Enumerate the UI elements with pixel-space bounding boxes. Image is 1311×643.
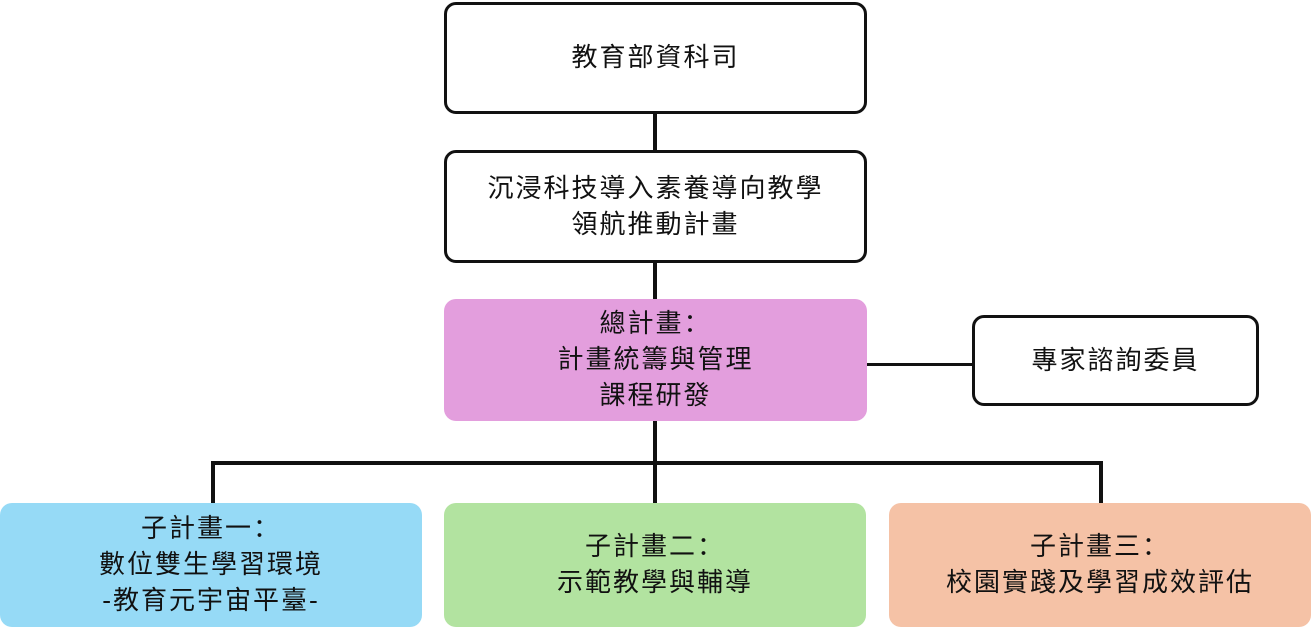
node-sub1-line-3: -教育元宇宙平臺- bbox=[102, 586, 320, 616]
node-sub1: 子計畫一： 數位雙生學習環境 -教育元宇宙平臺- bbox=[0, 503, 422, 627]
connector-program-main bbox=[653, 262, 657, 300]
node-advisory-line-1: 專家諮詢委員 bbox=[1031, 345, 1200, 376]
node-main-plan-line-2: 計畫統籌與管理 bbox=[557, 345, 754, 375]
node-program-line-2: 領航推動計畫 bbox=[571, 209, 740, 240]
node-program-text: 沉浸科技導入素養導向教學 領航推動計畫 bbox=[487, 171, 823, 243]
node-program-line-1: 沉浸科技導入素養導向教學 bbox=[487, 173, 824, 204]
connector-sub3-drop bbox=[1099, 461, 1103, 503]
node-advisory-text: 專家諮詢委員 bbox=[1031, 343, 1199, 379]
connector-horizontal-bar bbox=[211, 461, 1103, 465]
node-sub3-line-1: 子計畫三： bbox=[1029, 532, 1170, 562]
node-sub2-text: 子計畫二： 示範教學與輔導 bbox=[557, 529, 753, 601]
node-ministry: 教育部資科司 bbox=[444, 2, 867, 114]
node-program: 沉浸科技導入素養導向教學 領航推動計畫 bbox=[444, 150, 867, 263]
node-main-plan: 總計畫： 計畫統籌與管理 課程研發 bbox=[444, 299, 867, 421]
node-sub3-line-2: 校園實踐及學習成效評估 bbox=[945, 568, 1254, 598]
node-ministry-line-1: 教育部資科司 bbox=[571, 43, 740, 73]
node-main-plan-text: 總計畫： 計畫統籌與管理 課程研發 bbox=[557, 306, 753, 414]
node-sub2-line-1: 子計畫二： bbox=[584, 532, 725, 562]
node-sub1-line-1: 子計畫一： bbox=[140, 514, 281, 544]
connector-main-advisory bbox=[864, 363, 974, 366]
node-sub2-line-2: 示範教學與輔導 bbox=[556, 568, 753, 598]
node-advisory: 專家諮詢委員 bbox=[972, 315, 1259, 406]
node-ministry-text: 教育部資科司 bbox=[571, 40, 739, 76]
node-main-plan-line-1: 總計畫： bbox=[599, 309, 712, 339]
node-sub3-text: 子計畫三： 校園實踐及學習成效評估 bbox=[946, 529, 1254, 601]
connector-sub1-drop bbox=[211, 461, 215, 503]
node-sub3: 子計畫三： 校園實踐及學習成效評估 bbox=[889, 503, 1311, 627]
node-sub1-line-2: 數位雙生學習環境 bbox=[98, 550, 323, 580]
node-main-plan-line-3: 課程研發 bbox=[599, 381, 712, 411]
connector-ministry-program bbox=[653, 113, 657, 151]
node-sub1-text: 子計畫一： 數位雙生學習環境 -教育元宇宙平臺- bbox=[99, 511, 323, 619]
node-sub2: 子計畫二： 示範教學與輔導 bbox=[444, 503, 866, 627]
